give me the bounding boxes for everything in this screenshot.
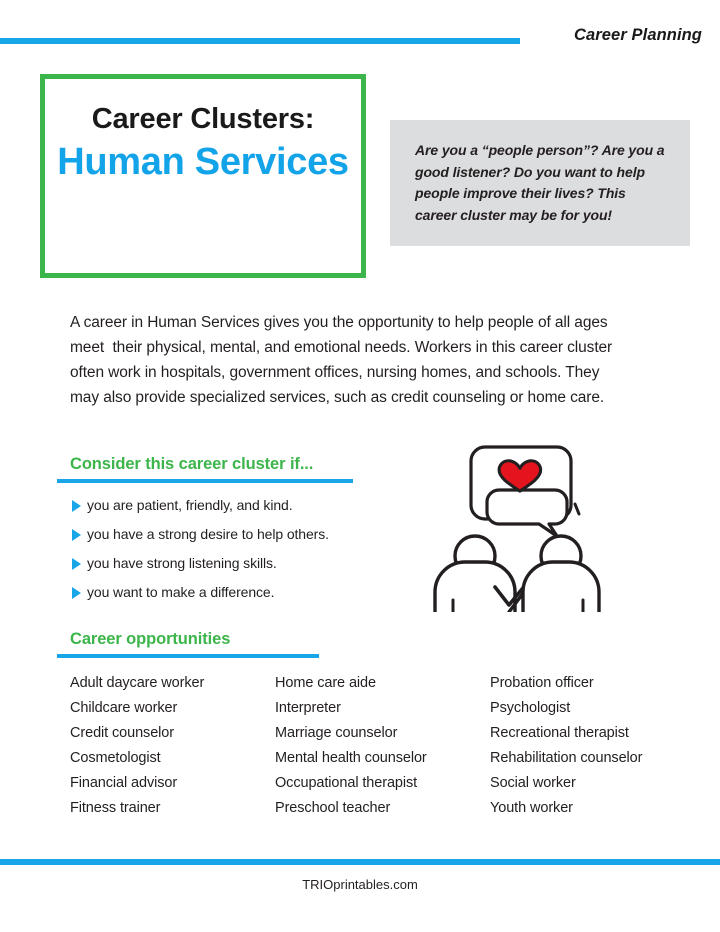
list-item: Childcare worker: [70, 700, 178, 716]
list-item: Mental health counselor: [275, 750, 427, 766]
illustration-two-people-heart: [425, 432, 615, 614]
triangle-bullet-icon: [72, 500, 81, 512]
opportunities-section: Career opportunities: [57, 630, 319, 658]
list-item: Probation officer: [490, 675, 594, 691]
speech-bubble-front: [485, 488, 569, 538]
list-item: Financial advisor: [70, 775, 178, 791]
list-item: Credit counselor: [70, 725, 174, 741]
list-item: Home care aide: [275, 675, 376, 691]
title-box: Career Clusters: Human Services: [40, 74, 366, 278]
list-item: Recreational therapist: [490, 725, 629, 741]
opportunities-column-3: Probation officer Psychologist Recreatio…: [490, 676, 680, 826]
list-item: Occupational therapist: [275, 775, 418, 791]
bubble-tick-mark: [573, 502, 581, 516]
callout-text: Are you a “people person”? Are you a goo…: [415, 142, 665, 224]
list-item: you are patient, friendly, and kind.: [57, 497, 353, 513]
list-item: Cosmetologist: [70, 750, 161, 766]
list-item: Adult daycare worker: [70, 675, 205, 691]
header-title: Career Planning: [573, 26, 702, 44]
consider-rule: [57, 479, 353, 483]
triangle-bullet-icon: [72, 529, 81, 541]
consider-bullet-list: you are patient, friendly, and kind. you…: [57, 497, 353, 600]
consider-section: Consider this career cluster if... you a…: [57, 455, 353, 613]
list-item: Rehabilitation counselor: [490, 750, 643, 766]
list-item: Preschool teacher: [275, 800, 391, 816]
list-item: you want to make a difference.: [57, 584, 353, 600]
title-box-inner: Career Clusters: Human Services: [45, 103, 361, 185]
list-item: Social worker: [490, 775, 576, 791]
footer-text: TRIOprintables.com: [302, 877, 418, 892]
list-item: you have a strong desire to help others.: [57, 526, 353, 542]
list-item-label: you are patient, friendly, and kind.: [87, 497, 293, 513]
opportunities-column-2: Home care aide Interpreter Marriage coun…: [275, 676, 490, 826]
triangle-bullet-icon: [72, 558, 81, 570]
list-item: Psychologist: [490, 700, 571, 716]
list-item-label: you want to make a difference.: [87, 584, 275, 600]
list-item: Fitness trainer: [70, 800, 161, 816]
header-rule: [0, 38, 520, 44]
intro-paragraph: A career in Human Services gives you the…: [70, 314, 617, 407]
opportunities-columns: Adult daycare worker Childcare worker Cr…: [70, 676, 680, 826]
opportunities-heading: Career opportunities: [70, 630, 231, 648]
person-right-body: [521, 560, 601, 612]
two-people-with-speech-bubbles-and-heart-icon: [433, 445, 601, 614]
list-item-label: you have strong listening skills.: [87, 555, 277, 571]
list-item: Interpreter: [275, 700, 341, 716]
list-item: Marriage counselor: [275, 725, 398, 741]
handshake-arm: [493, 581, 529, 607]
list-item: you have strong listening skills.: [57, 555, 353, 571]
opportunities-column-1: Adult daycare worker Childcare worker Cr…: [70, 676, 275, 826]
footer-rule: [0, 859, 720, 865]
consider-heading: Consider this career cluster if...: [70, 455, 314, 473]
page-title-primary: Career Clusters:: [91, 103, 315, 135]
page-title-secondary: Human Services: [57, 141, 349, 184]
person-left-body: [433, 560, 517, 612]
heart-icon: [497, 459, 543, 493]
callout-box: Are you a “people person”? Are you a goo…: [390, 120, 690, 246]
list-item-label: you have a strong desire to help others.: [87, 526, 329, 542]
list-item: Youth worker: [490, 800, 573, 816]
opportunities-rule: [57, 654, 319, 658]
triangle-bullet-icon: [72, 587, 81, 599]
page-header: Career Planning: [0, 0, 720, 60]
